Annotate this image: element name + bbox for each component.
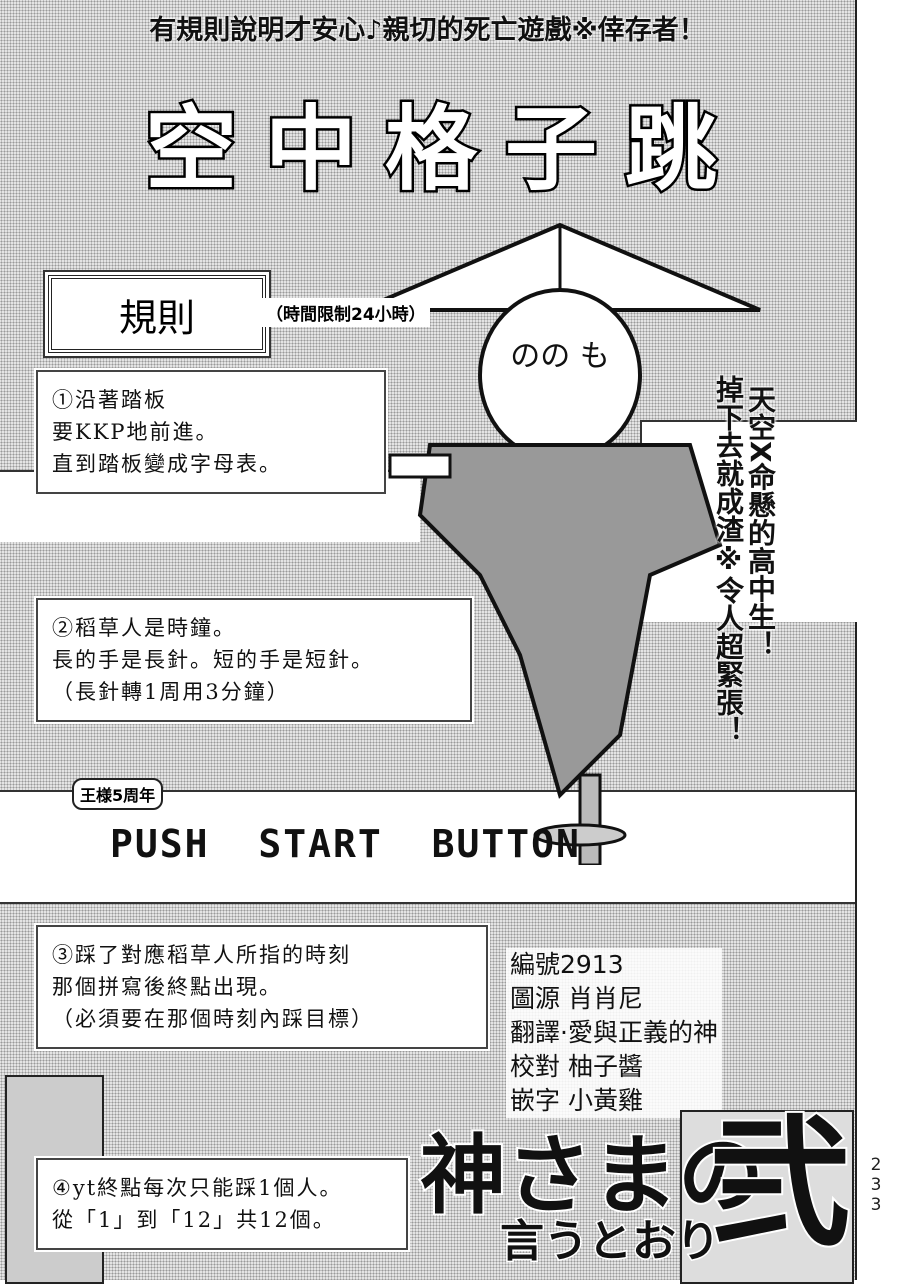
series-logo-main: 神さまの bbox=[418, 1124, 766, 1228]
platform bbox=[533, 823, 627, 847]
credit-line: 編號2913 bbox=[510, 950, 624, 979]
rules-heading: 規則 bbox=[48, 275, 266, 353]
rule-line: ②稻草人是時鐘。 bbox=[52, 616, 236, 640]
rule-line: 從「1」到「12」共12個。 bbox=[52, 1208, 336, 1232]
scarecrow-illustration bbox=[359, 222, 761, 865]
scarecrow-head bbox=[478, 288, 642, 462]
scarecrow-robe bbox=[417, 443, 723, 799]
rule-line: 長的手是長針。短的手是短針。 bbox=[52, 648, 374, 672]
rule-line: ④yt終點每次只能踩1個人。 bbox=[52, 1176, 343, 1200]
page-title: 空中格子跳 bbox=[142, 94, 745, 206]
rule-box-2: ②稻草人是時鐘。 長的手是長針。短的手是短針。 （長針轉1周用3分鐘） bbox=[36, 598, 472, 722]
header-caption: 有規則說明才安心♪親切的死亡遊戲※倖存者！ bbox=[149, 15, 706, 46]
page-number: 233 bbox=[866, 1155, 886, 1215]
rule-box-4: ④yt終點每次只能踩1個人。 從「1」到「12」共12個。 bbox=[36, 1158, 408, 1250]
rule-box-3: ③踩了對應稻草人所指的時刻 那個拼寫後終點出現。 （必須要在那個時刻內踩目標） bbox=[36, 925, 488, 1049]
scarecrow-face-text: のの も bbox=[510, 339, 610, 374]
rule-line: ①沿著踏板 bbox=[52, 388, 167, 412]
anniversary-badge-text: 王様5周年 bbox=[72, 778, 164, 810]
credits: 編號2913 圖源 肖肖尼 翻譯·愛與正義的神 校對 柚子醬 嵌字 小黃雞 bbox=[506, 948, 722, 1118]
scarecrow-pole bbox=[578, 773, 602, 865]
rule-line: （必須要在那個時刻內踩目標） bbox=[52, 1007, 374, 1031]
rule-box-1: ①沿著踏板 要KKP地前進。 直到踏板變成字母表。 bbox=[36, 370, 386, 494]
credit-line: 校對 柚子醬 bbox=[510, 1052, 643, 1081]
rule-line: 要KKP地前進。 bbox=[52, 420, 219, 444]
side-caption-1: 天空X命懸的高中生！ bbox=[744, 385, 777, 659]
time-limit-note: （時間限制24小時） bbox=[262, 298, 430, 327]
credit-line: 翻譯·愛與正義的神 bbox=[510, 1018, 718, 1047]
rule-line: （長針轉1周用3分鐘） bbox=[52, 680, 290, 704]
series-logo-sub: 言うとおり bbox=[499, 1215, 722, 1269]
panel-border bbox=[855, 0, 857, 1280]
credit-line: 嵌字 小黃雞 bbox=[510, 1086, 643, 1115]
side-caption-2: 掉下去就成渣※令人超緊張！ bbox=[712, 375, 745, 744]
rule-line: ③踩了對應稻草人所指的時刻 bbox=[52, 943, 351, 967]
game-start-text: PUSH START BUTTON bbox=[110, 822, 581, 866]
series-logo-suffix: 弐 bbox=[708, 1103, 852, 1266]
anniversary-badge: 王様5周年 bbox=[72, 730, 202, 810]
series-logo: 神さまの 言うとおり 弐 bbox=[418, 1105, 852, 1270]
scarecrow-arm bbox=[388, 453, 452, 479]
credit-line: 圖源 肖肖尼 bbox=[510, 984, 643, 1013]
rule-line: 那個拼寫後終點出現。 bbox=[52, 975, 282, 999]
rule-line: 直到踏板變成字母表。 bbox=[52, 452, 282, 476]
